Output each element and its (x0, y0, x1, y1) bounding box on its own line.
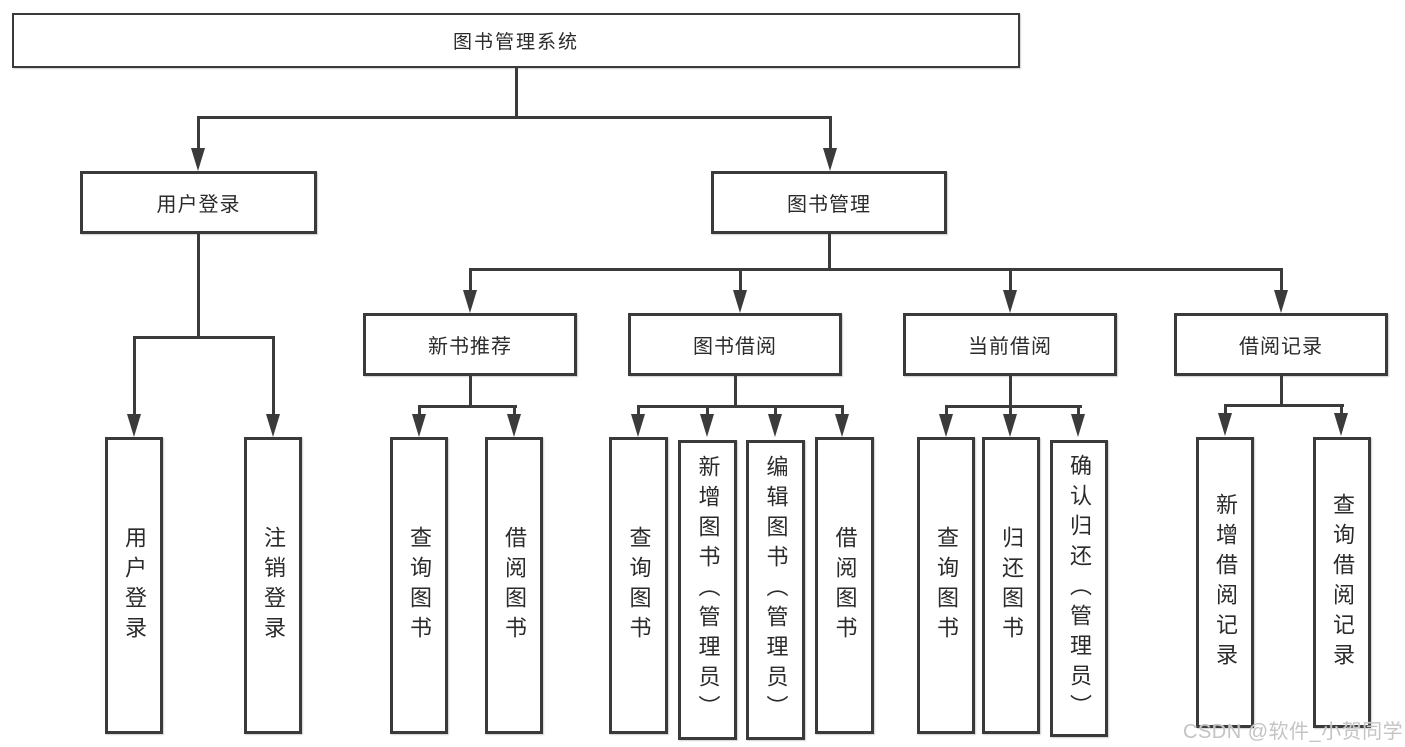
node-logout: 注销登录 (244, 437, 302, 734)
connector-line (829, 116, 832, 150)
connector-line (133, 336, 136, 415)
connector-line (513, 405, 516, 416)
connector-line (774, 405, 777, 416)
node-br-query-record: 查询借阅记录 (1313, 437, 1371, 728)
arrowhead-down (507, 414, 521, 437)
connector-line (272, 336, 275, 415)
arrowhead-down (1003, 414, 1017, 437)
node-current-borrowing: 当前借阅 (903, 313, 1117, 376)
node-book-borrowing: 图书借阅 (628, 313, 842, 376)
arrowhead-down (127, 414, 141, 437)
node-cb-query-books: 查询图书 (917, 437, 975, 734)
connector-line (133, 336, 275, 339)
arrowhead-down (463, 290, 477, 313)
arrowhead-down (835, 414, 849, 437)
node-cb-confirm-return-admin: 确认归还（管理员） (1050, 440, 1108, 737)
connector-line (1009, 376, 1012, 407)
connector-line (1224, 404, 1227, 415)
node-new-book-recommend: 新书推荐 (363, 313, 577, 376)
connector-line (841, 405, 844, 416)
node-nbr-query-books-label: 查询图书 (407, 525, 432, 646)
connector-line (1280, 376, 1283, 406)
arrowhead-down (412, 414, 426, 437)
connector-line (734, 376, 737, 407)
node-bb-edit-book-admin-label: 编辑图书（管理员） (763, 455, 789, 725)
connector-line (418, 405, 421, 416)
node-book-management-label: 图书管理 (787, 194, 871, 216)
connector-line (469, 376, 472, 407)
node-user-login-label: 用户登录 (156, 194, 241, 216)
arrowhead-down (1218, 413, 1232, 436)
node-bb-add-book-admin: 新增图书（管理员） (678, 440, 737, 740)
arrowhead-down (768, 414, 782, 437)
node-user-login: 用户登录 (80, 171, 317, 234)
node-br-add-record: 新增借阅记录 (1196, 437, 1254, 728)
connector-line (1340, 404, 1343, 415)
connector-line (945, 405, 948, 416)
node-borrow-records: 借阅记录 (1174, 313, 1388, 376)
node-cb-confirm-return-admin-label: 确认归还（管理员） (1067, 453, 1092, 724)
node-new-book-recommend-label: 新书推荐 (428, 336, 512, 358)
arrowhead-down (733, 290, 747, 313)
node-borrow-records-label: 借阅记录 (1239, 336, 1323, 358)
connector-line (197, 116, 832, 119)
arrowhead-down (823, 148, 837, 171)
connector-line (637, 405, 844, 408)
node-library-system: 图书管理系统 (12, 13, 1020, 68)
arrowhead-down (266, 414, 280, 437)
arrowhead-down (191, 148, 205, 171)
node-br-query-record-label: 查询借阅记录 (1330, 492, 1355, 673)
connector-line (469, 268, 1283, 271)
connector-line (197, 234, 200, 338)
node-br-add-record-label: 新增借阅记录 (1213, 492, 1238, 673)
connector-line (1280, 268, 1283, 292)
connector-line (1009, 405, 1012, 416)
connector-line (418, 405, 517, 408)
arrowhead-down (1003, 290, 1017, 313)
node-nbr-query-books: 查询图书 (390, 437, 448, 734)
node-cb-return-books-label: 归还图书 (999, 525, 1024, 646)
node-cb-return-books: 归还图书 (982, 437, 1040, 734)
node-library-system-label: 图书管理系统 (452, 32, 579, 53)
connector-line (1077, 405, 1080, 416)
connector-line (828, 234, 831, 270)
node-nbr-borrow-books: 借阅图书 (485, 437, 543, 734)
connector-line (515, 68, 518, 118)
connector-line (706, 405, 709, 416)
arrowhead-down (631, 414, 645, 437)
watermark: CSDN @软件_小贺同学 (1183, 721, 1404, 743)
node-user-login-leaf: 用户登录 (105, 437, 163, 734)
connector-line (739, 268, 742, 292)
node-bb-borrow-books-label: 借阅图书 (832, 525, 858, 646)
connector-line (1224, 404, 1344, 407)
arrowhead-down (1334, 413, 1348, 436)
connector-line (945, 405, 1082, 408)
node-bb-edit-book-admin: 编辑图书（管理员） (746, 440, 805, 740)
node-book-management: 图书管理 (711, 171, 947, 234)
connector-line (197, 116, 200, 150)
node-bb-query-books-label: 查询图书 (626, 525, 652, 646)
node-logout-label: 注销登录 (261, 525, 286, 646)
connector-line (1009, 268, 1012, 292)
node-cb-query-books-label: 查询图书 (934, 525, 959, 646)
connector-line (469, 268, 472, 292)
node-bb-query-books: 查询图书 (609, 437, 668, 734)
arrowhead-down (939, 414, 953, 437)
node-user-login-leaf-label: 用户登录 (122, 525, 147, 646)
arrowhead-down (700, 414, 714, 437)
node-book-borrowing-label: 图书借阅 (693, 336, 777, 358)
node-bb-add-book-admin-label: 新增图书（管理员） (695, 455, 721, 725)
connector-line (637, 405, 640, 416)
node-current-borrowing-label: 当前借阅 (968, 336, 1052, 358)
arrowhead-down (1071, 414, 1085, 437)
arrowhead-down (1274, 290, 1288, 313)
node-nbr-borrow-books-label: 借阅图书 (502, 525, 527, 646)
node-bb-borrow-books: 借阅图书 (815, 437, 874, 734)
